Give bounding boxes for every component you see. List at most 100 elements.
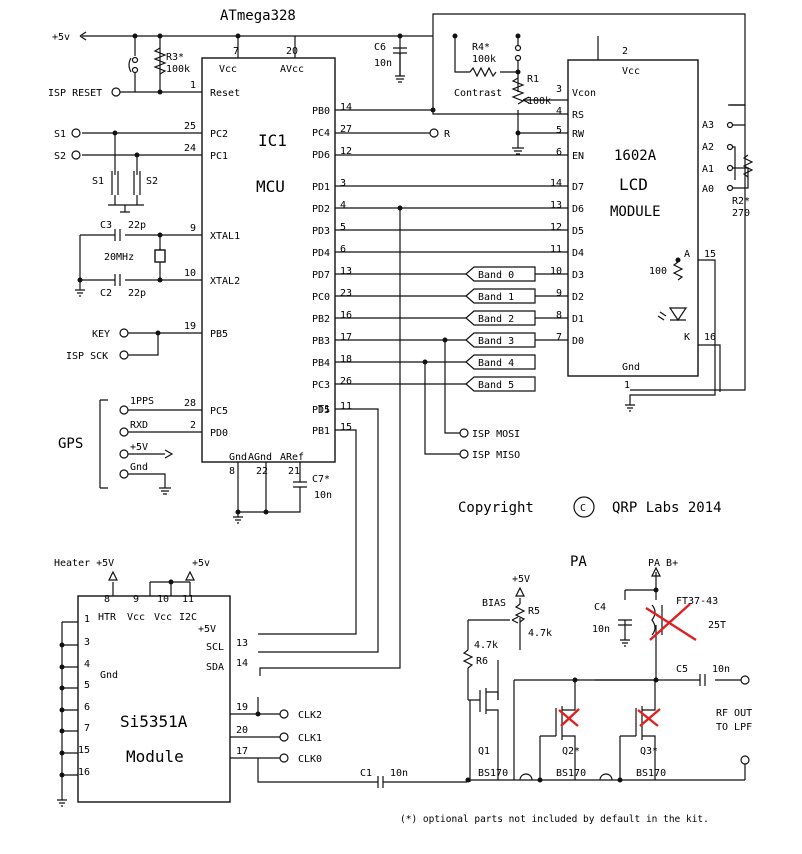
si-pin-num: 1 — [84, 614, 90, 625]
mcu-ic-body — [201, 57, 336, 463]
footnote: (*) optional parts not included by defau… — [400, 814, 709, 825]
mcu-pin-name: PD5 — [312, 405, 330, 416]
c1-label: C1 — [360, 768, 372, 779]
copyright-circle — [573, 496, 595, 518]
mcu-pin-name: PD3 — [312, 226, 330, 237]
mcu-t1: T1 — [318, 404, 330, 415]
capacitor-c6 — [393, 47, 407, 83]
clk2-terminal[interactable] — [279, 709, 289, 719]
lcd-top-name: Vcc — [622, 66, 640, 77]
si-labels: Si5351A Module Gnd +5V Heater +5V +5v CL… — [54, 558, 322, 766]
mcu-pin-name: PD0 — [210, 428, 228, 439]
mcu-pin-num: 1 — [190, 80, 196, 91]
gps-rxd-terminal[interactable] — [119, 427, 129, 437]
mcu-pin-name: XTAL1 — [210, 231, 240, 242]
c6-label: C6 — [374, 42, 386, 53]
si-pin-num: 7 — [84, 723, 90, 734]
a2-label: A2 — [702, 142, 714, 153]
mcu-pin-name: PC4 — [312, 128, 330, 139]
s2-terminal[interactable] — [71, 150, 81, 160]
rf-gnd-terminal[interactable] — [740, 755, 750, 765]
si-line1: Si5351A — [120, 712, 188, 731]
r-terminal[interactable] — [429, 128, 439, 138]
clk0-terminal[interactable] — [279, 753, 289, 763]
r2-label: R2* — [732, 196, 750, 207]
mcu-pin-name: PC2 — [210, 129, 228, 140]
mcu-pin-num: 23 — [340, 288, 352, 299]
c4-value: 10n — [592, 624, 610, 635]
si-pins: 8HTR9Vcc10Vcc11I2C13SCL14SDA192017134567… — [78, 594, 248, 778]
mcu-labels: ATmega328 IC1 MCU T1 — [220, 8, 330, 415]
mcu-pin-name: Gnd — [229, 452, 247, 463]
mcu-pin-name: PB3 — [312, 336, 330, 347]
rf-out-terminal[interactable] — [740, 675, 750, 685]
r-output-label: R — [444, 129, 451, 140]
c3-value: 22p — [128, 220, 146, 231]
mcu-pin-num: 17 — [340, 332, 352, 343]
isp-reset-label: ISP RESET — [48, 88, 102, 99]
lcd-pin-name: D7 — [572, 182, 584, 193]
lcd-line2: LCD — [619, 175, 648, 194]
q2-label: Q2* — [562, 746, 580, 757]
isp-sck-terminal[interactable] — [119, 350, 129, 360]
si-i2c-v: +5V — [198, 624, 216, 635]
gps-gnd-terminal[interactable] — [119, 469, 129, 479]
gps-gnd-label: Gnd — [130, 462, 148, 473]
clk1-terminal[interactable] — [279, 732, 289, 742]
rf-out-label: RF OUT — [716, 708, 752, 719]
r6-value: 4.7k — [474, 640, 498, 651]
contrast-label: Contrast — [454, 88, 502, 99]
lcd-pin-name: D0 — [572, 336, 584, 347]
mcu-pin-num: 2 — [190, 420, 196, 431]
mcu-name: MCU — [256, 177, 285, 196]
lcd-line3: MODULE — [610, 204, 661, 220]
resistor-r4 — [469, 66, 497, 78]
isp-mosi-terminal[interactable] — [459, 428, 469, 438]
copyright-mark: C — [580, 503, 586, 514]
wires — [61, 13, 749, 800]
lcd-k-name: K — [684, 332, 690, 343]
lcd-pin-num: 7 — [556, 332, 562, 343]
mcu-pin-name: AVcc — [280, 64, 304, 75]
r5-value: 4.7k — [528, 628, 552, 639]
mcu-pin-num: 9 — [190, 223, 196, 234]
gps-label: GPS — [58, 436, 83, 452]
gps-5v-terminal[interactable] — [119, 449, 129, 459]
mcu-pin-num: 13 — [340, 266, 352, 277]
si-pin-name: HTR — [98, 612, 117, 623]
mcu-pin-num: 3 — [340, 178, 346, 189]
c7-label: C7* — [312, 474, 330, 485]
gps-1pps-terminal[interactable] — [119, 405, 129, 415]
ft37-label: FT37-43 — [676, 596, 718, 607]
isp-reset-terminal[interactable] — [111, 87, 121, 97]
mcu-pin-num: 8 — [229, 466, 235, 477]
isp-miso-terminal[interactable] — [459, 449, 469, 459]
mcu-pin-num: 25 — [184, 121, 196, 132]
mcu-pin-name: ARef — [280, 452, 304, 463]
lcd-pin-name: D4 — [572, 248, 584, 259]
pa-b-label: PA B+ — [648, 558, 678, 569]
mcu-pin-name: PC0 — [312, 292, 330, 303]
lcd-pin-num: 9 — [556, 288, 562, 299]
mcu-pin-name: PB2 — [312, 314, 330, 325]
c7-value: 10n — [314, 490, 332, 501]
mcu-pin-name: PC1 — [210, 151, 228, 162]
mcu-pin-num: 11 — [340, 401, 352, 412]
led — [668, 307, 688, 322]
si-pin-name: I2C — [179, 612, 197, 623]
lcd-pin-name: D3 — [572, 270, 584, 281]
mcu-pin-num: 16 — [340, 310, 352, 321]
key-terminal[interactable] — [119, 328, 129, 338]
band-4-tag — [465, 354, 536, 370]
gps-5v-label: +5V — [130, 442, 148, 453]
lcd-pin-num: 10 — [550, 266, 562, 277]
gps-rxd-label: RXD — [130, 420, 148, 431]
mcu-pin-name: PC5 — [210, 406, 228, 417]
mcu-pin-name: XTAL2 — [210, 276, 240, 287]
s1-terminal[interactable] — [71, 128, 81, 138]
a3-label: A3 — [702, 120, 714, 131]
si-pin-num: 4 — [84, 659, 90, 670]
lcd-pin-name: EN — [572, 151, 584, 162]
band-2-label: Band 2 — [478, 314, 514, 325]
